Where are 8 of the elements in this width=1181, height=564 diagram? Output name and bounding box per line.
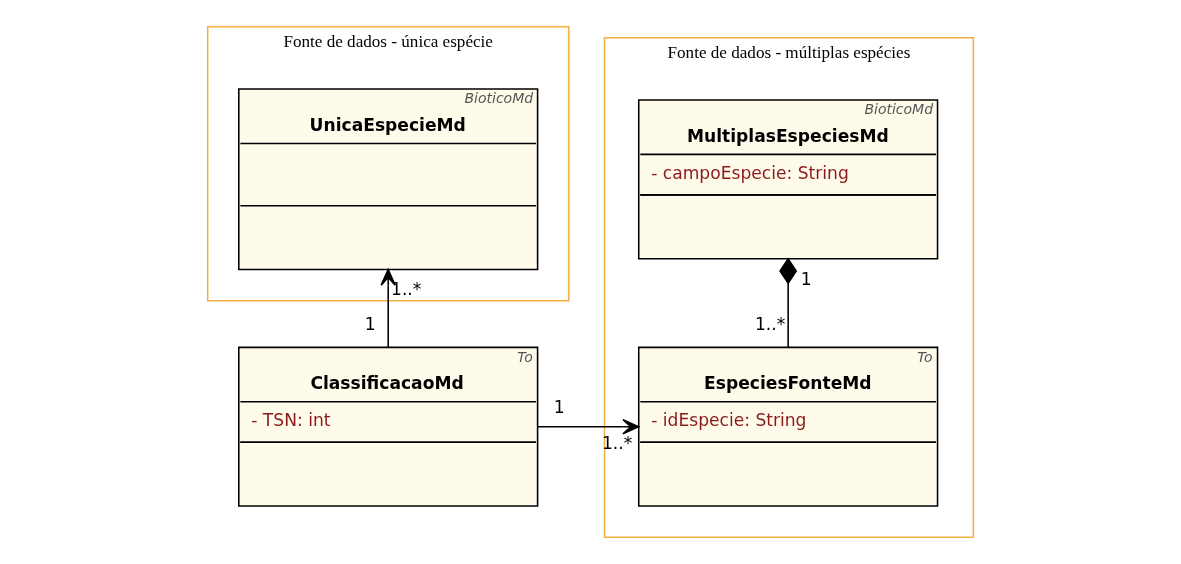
connector bbox=[779, 257, 798, 348]
label: 1 bbox=[364, 314, 376, 335]
arrow bbox=[537, 418, 640, 435]
label: 1..* bbox=[754, 314, 786, 335]
label: 1 bbox=[800, 268, 812, 289]
label: 1..* bbox=[391, 279, 422, 300]
label: 1 bbox=[553, 397, 565, 418]
arrow bbox=[380, 268, 396, 348]
